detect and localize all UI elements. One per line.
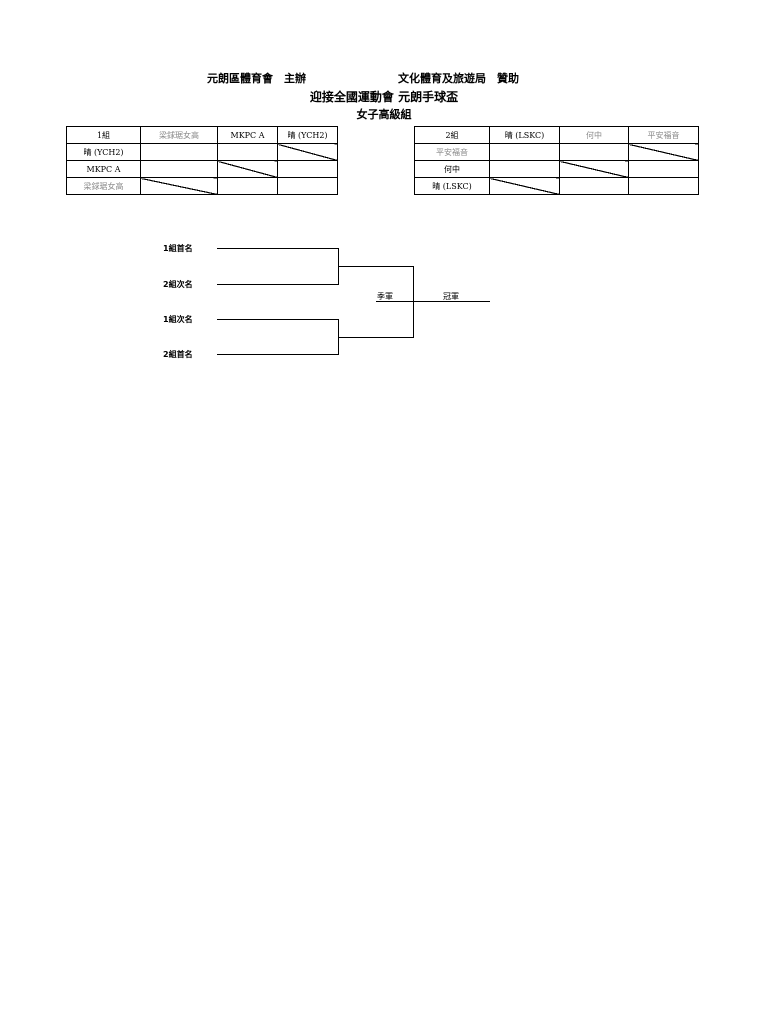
score-cell (277, 177, 338, 195)
score-cell (277, 160, 338, 178)
organizer-text: 元朗區體育會 主辦 (207, 72, 306, 85)
bracket-line (217, 248, 338, 249)
group2-header-team: 平安福音 (628, 126, 699, 144)
bracket-slot-label: 1組次名 (163, 315, 193, 324)
group1-header-team: MKPC A (217, 126, 278, 144)
score-cell (217, 143, 278, 161)
group1-header-team: 晴 (YCH2) (277, 126, 338, 144)
group2-row-team: 平安福音 (414, 143, 490, 161)
division-title: 女子高級組 (356, 108, 412, 121)
group1-row-team: MKPC A (66, 160, 141, 178)
bracket-slot-label: 2組次名 (163, 280, 193, 289)
table-row: 2組 晴 (LSKC) 何中 平安福音 (414, 126, 699, 144)
bracket-slot-label: 1組首名 (163, 244, 193, 253)
table-row: 平安福音 (414, 143, 699, 161)
diagonal-cell (217, 160, 278, 178)
score-cell (140, 143, 218, 161)
diagonal-cell (140, 177, 218, 195)
bracket-line (413, 266, 414, 338)
table-row: 1組 梁銶琚女高 MKPC A 晴 (YCH2) (66, 126, 338, 144)
group2-label: 2組 (414, 126, 490, 144)
group1-label: 1組 (66, 126, 141, 144)
score-cell (559, 177, 629, 195)
group1-row-team: 梁銶琚女高 (66, 177, 141, 195)
bracket-line (338, 266, 414, 267)
table-row: 晴 (YCH2) (66, 143, 338, 161)
bracket-line (217, 354, 338, 355)
score-cell (628, 177, 699, 195)
table-row: MKPC A (66, 160, 338, 178)
champion-label: 冠軍 (443, 292, 459, 301)
group2-header-team: 晴 (LSKC) (489, 126, 560, 144)
bracket-line (217, 319, 338, 320)
group1-table: 1組 梁銶琚女高 MKPC A 晴 (YCH2) 晴 (YCH2) MKPC A… (66, 126, 338, 195)
table-row: 梁銶琚女高 (66, 177, 338, 195)
score-cell (140, 160, 218, 178)
group2-row-team: 晴 (LSKC) (414, 177, 490, 195)
score-cell (489, 143, 560, 161)
table-row: 何中 (414, 160, 699, 178)
score-cell (489, 160, 560, 178)
sponsor-text: 文化體育及旅遊局 贊助 (398, 72, 519, 85)
diagonal-cell (628, 143, 699, 161)
diagonal-cell (277, 143, 338, 161)
diagonal-cell (489, 177, 560, 195)
group2-row-team: 何中 (414, 160, 490, 178)
bracket-line (338, 337, 414, 338)
score-cell (559, 143, 629, 161)
group2-table: 2組 晴 (LSKC) 何中 平安福音 平安福音 何中 晴 (LSKC) (414, 126, 699, 195)
third-place-label: 季軍 (377, 292, 393, 301)
page-title: 迎接全國運動會 元朗手球盃 (309, 90, 459, 104)
bracket-line (217, 284, 338, 285)
group1-header-team: 梁銶琚女高 (140, 126, 218, 144)
score-cell (217, 177, 278, 195)
diagonal-cell (559, 160, 629, 178)
group1-row-team: 晴 (YCH2) (66, 143, 141, 161)
bracket-line (376, 301, 490, 302)
score-cell (628, 160, 699, 178)
group2-header-team: 何中 (559, 126, 629, 144)
table-row: 晴 (LSKC) (414, 177, 699, 195)
bracket-slot-label: 2組首名 (163, 350, 193, 359)
